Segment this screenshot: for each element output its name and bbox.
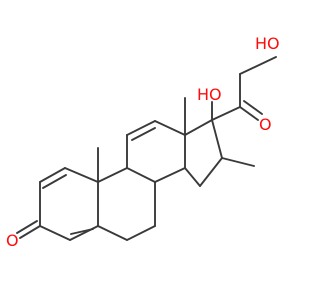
oxygen-label-ketone: O: [6, 231, 19, 250]
bond: [126, 120, 156, 136]
bond: [154, 120, 186, 136]
bond: [199, 157, 223, 187]
bond: [64, 167, 99, 183]
molecule-diagram: O HO O HO: [6, 34, 280, 250]
bond: [211, 119, 223, 159]
bond: [239, 56, 277, 75]
bond: [97, 225, 128, 241]
bond: [126, 225, 156, 241]
structure-canvas: O HO O HO: [6, 34, 280, 250]
oxygen-label-hydroxyl-17: HO: [197, 85, 222, 104]
bond: [184, 167, 201, 187]
bond-double: [70, 228, 94, 235]
bond: [154, 167, 186, 183]
bond-double: [42, 174, 67, 189]
bond-double: [243, 100, 263, 115]
oxygen-label-carbonyl-20: O: [259, 115, 272, 134]
bond: [97, 167, 128, 183]
bond: [126, 167, 156, 183]
bond-double: [131, 127, 156, 141]
bond: [39, 167, 66, 183]
bond-double: [16, 220, 38, 234]
bond: [221, 157, 255, 167]
bond: [19, 225, 41, 239]
bond: [211, 106, 241, 121]
bond: [239, 106, 259, 121]
bond: [39, 225, 71, 241]
oxygen-label-hydroxyl-21: HO: [255, 34, 280, 53]
bond: [184, 119, 213, 136]
